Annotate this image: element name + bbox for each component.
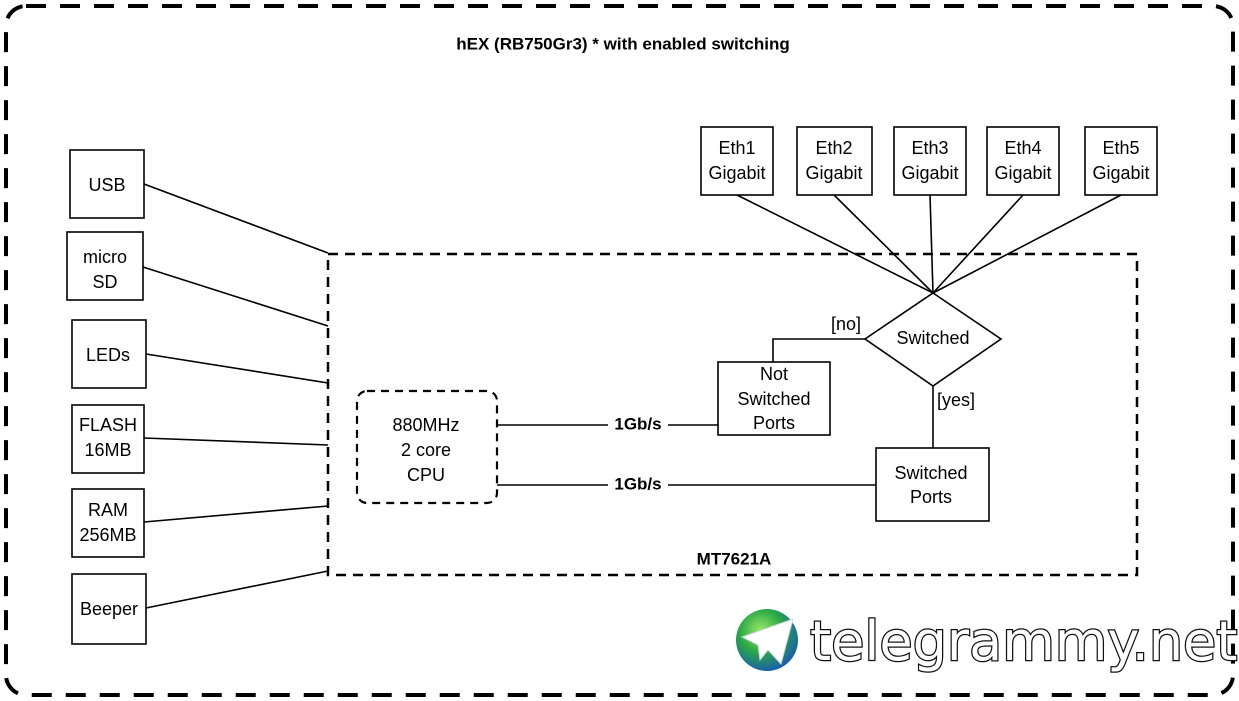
svg-text:micro: micro [83,247,127,267]
svg-text:2 core: 2 core [401,440,451,460]
svg-text:Switched: Switched [737,389,810,409]
switched-decision: Switched [863,292,1003,387]
svg-text:Gigabit: Gigabit [901,163,958,183]
device-frame [4,4,1235,697]
svg-text:Gigabit: Gigabit [1092,163,1149,183]
yes-label: [yes] [937,390,975,410]
svg-text:Eth2: Eth2 [815,138,852,158]
svg-text:Gigabit: Gigabit [708,163,765,183]
svg-text:256MB: 256MB [79,525,136,545]
port-eth1: Eth1 Gigabit [700,126,774,196]
telegram-globe-icon [736,609,798,671]
svg-text:Not: Not [760,364,788,384]
peripheral-microsd: micro SD [66,231,144,301]
soc-boundary [326,252,1139,577]
svg-text:USB: USB [88,175,125,195]
port-eth2: Eth2 Gigabit [796,126,873,196]
svg-text:SD: SD [92,272,117,292]
no-branch [772,338,865,362]
svg-text:880MHz: 880MHz [392,415,459,435]
soc-label: MT7621A [697,549,772,568]
peripheral-beeper: Beeper [71,573,147,645]
link-speed-label: 1Gb/s [614,474,661,493]
peripheral-flash: FLASH 16MB [71,404,145,474]
switched-ports: Switched Ports [875,447,990,522]
svg-text:Eth1: Eth1 [718,138,755,158]
svg-text:Switched: Switched [896,328,969,348]
diagram-title: hEX (RB750Gr3) * with enabled switching [456,34,789,53]
port-eth5: Eth5 Gigabit [1084,126,1158,196]
peripheral-usb: USB [69,149,145,219]
port-eth3: Eth3 Gigabit [893,126,967,196]
svg-text:Eth5: Eth5 [1102,138,1139,158]
not-switched-ports: Not Switched Ports [717,361,831,436]
svg-text:Eth4: Eth4 [1004,138,1041,158]
peripheral-ram: RAM 256MB [71,488,145,558]
port-links [736,194,1122,294]
port-eth4: Eth4 Gigabit [986,126,1060,196]
svg-text:Switched: Switched [894,463,967,483]
peripheral-links [142,183,329,609]
no-label: [no] [831,314,861,334]
svg-text:CPU: CPU [407,465,445,485]
peripheral-leds: LEDs [71,319,147,389]
svg-text:Eth3: Eth3 [911,138,948,158]
svg-text:LEDs: LEDs [86,345,130,365]
watermark: telegrammy.net [736,609,1239,674]
svg-text:16MB: 16MB [84,440,131,460]
svg-text:Ports: Ports [753,413,795,433]
svg-text:Ports: Ports [910,487,952,507]
svg-text:RAM: RAM [88,500,128,520]
watermark-text: telegrammy.net [810,610,1237,673]
link-speed-label: 1Gb/s [614,414,661,433]
svg-text:Beeper: Beeper [80,599,138,619]
svg-text:Gigabit: Gigabit [805,163,862,183]
svg-text:FLASH: FLASH [79,415,137,435]
cpu: 880MHz 2 core CPU [355,389,499,505]
svg-text:Gigabit: Gigabit [994,163,1051,183]
